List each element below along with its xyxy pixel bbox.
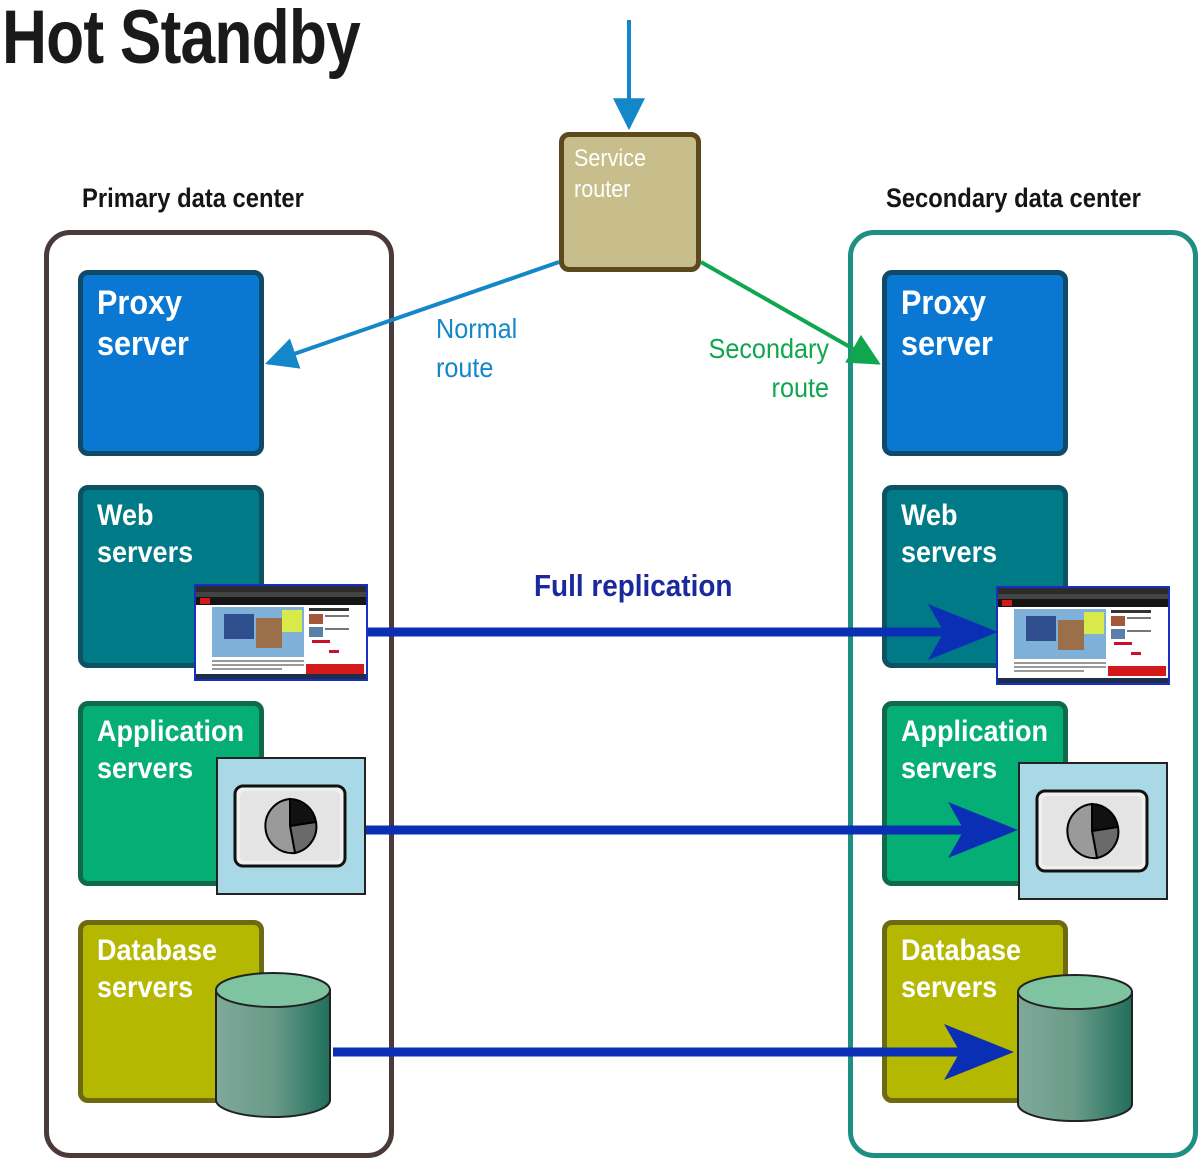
normal-route-label: Normal route — [436, 313, 518, 383]
primary-proxy-server[interactable]: Proxy server — [78, 270, 264, 456]
primary-webpage-thumbnail-icon — [194, 584, 368, 681]
primary-proxy-label: Proxy server — [97, 284, 189, 364]
secondary-web-label: Web servers — [901, 499, 998, 569]
secondary-webpage-thumbnail-icon — [996, 586, 1170, 685]
secondary-dc-label: Secondary data center — [886, 183, 1141, 213]
primary-app-label: Application servers — [97, 715, 245, 785]
secondary-route-label: Secondary route — [708, 333, 829, 403]
primary-database-cylinder-icon — [215, 972, 331, 1118]
service-router[interactable]: Service router — [559, 132, 701, 272]
secondary-proxy-server[interactable]: Proxy server — [882, 270, 1068, 456]
full-replication-label: Full replication — [534, 568, 733, 603]
primary-dc-label: Primary data center — [82, 183, 304, 213]
secondary-proxy-label: Proxy server — [901, 284, 993, 364]
page-title: Hot Standby — [2, 0, 361, 80]
secondary-db-label: Database servers — [901, 934, 1022, 1004]
secondary-app-pie-chart-icon — [1018, 762, 1168, 900]
secondary-web-servers[interactable]: Web servers — [882, 485, 1068, 668]
primary-db-label: Database servers — [97, 934, 218, 1004]
service-router-label: Service router — [574, 145, 647, 204]
secondary-database-cylinder-icon — [1017, 974, 1133, 1122]
primary-app-pie-chart-icon — [216, 757, 366, 895]
primary-web-servers[interactable]: Web servers — [78, 485, 264, 668]
secondary-app-label: Application servers — [901, 715, 1049, 785]
primary-web-label: Web servers — [97, 499, 194, 569]
